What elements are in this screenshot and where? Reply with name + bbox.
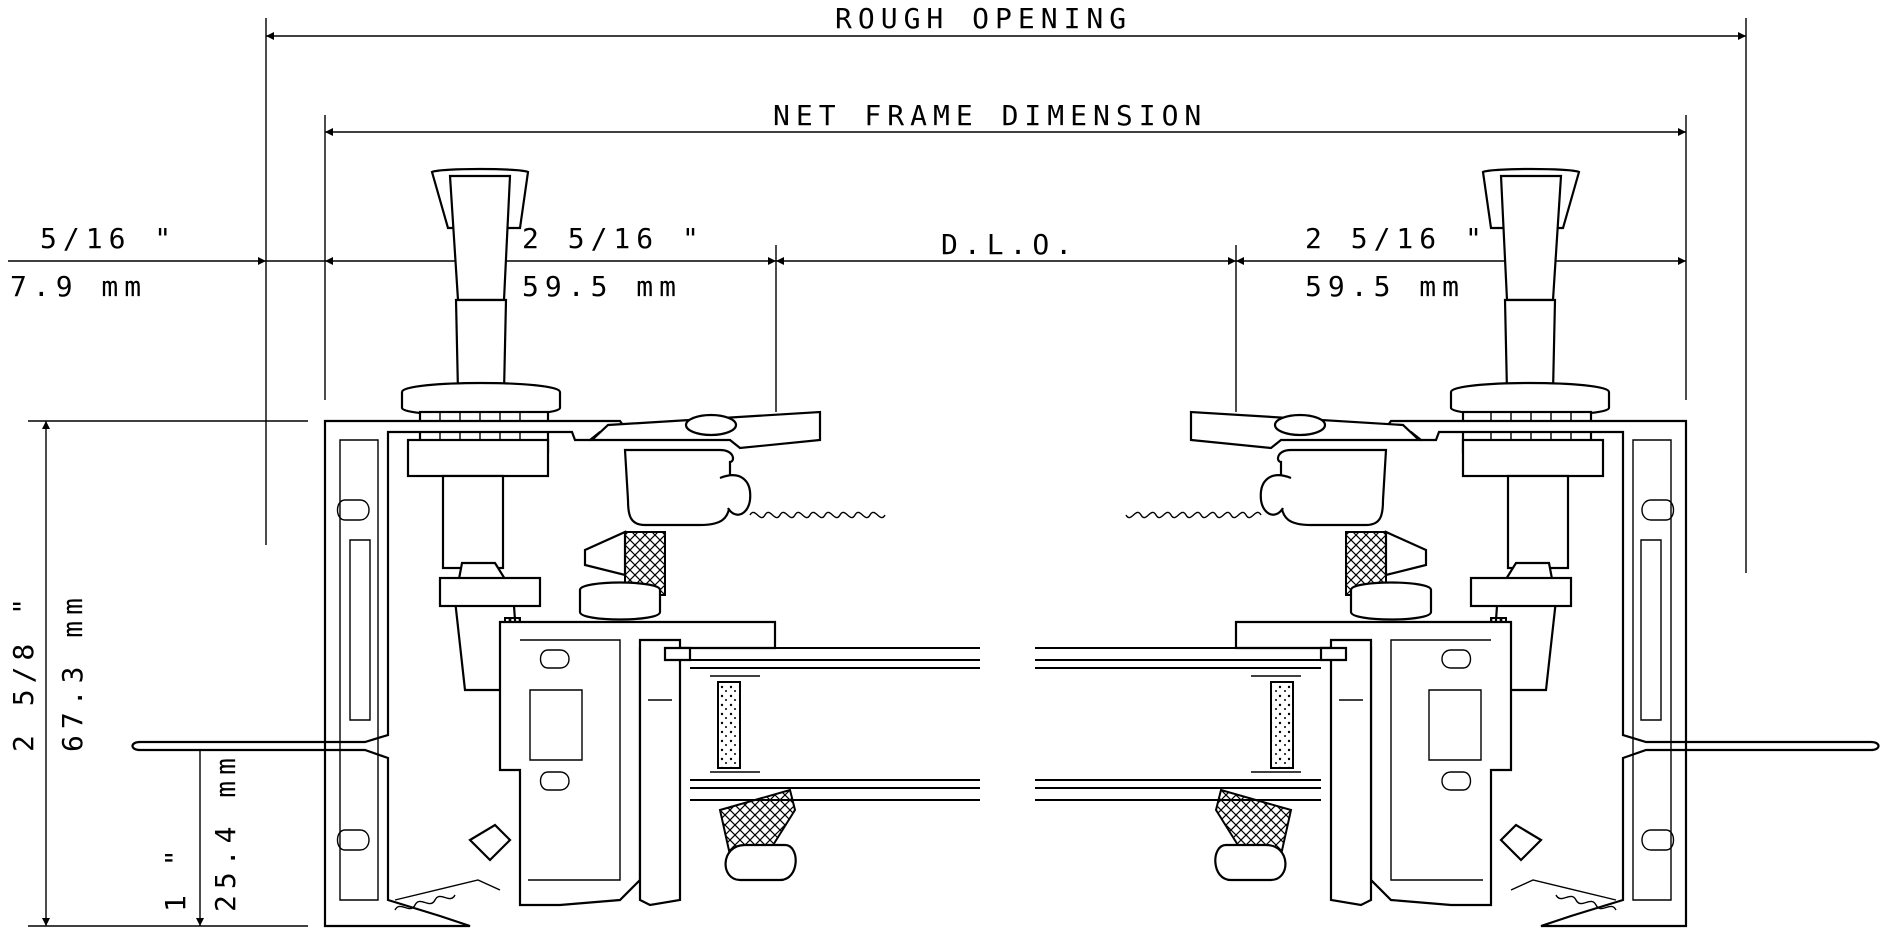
fin-mm: 25.4 mm <box>209 752 242 912</box>
right-glass-unit <box>1035 647 1321 801</box>
left-frame-inch: 2 5/16 " <box>522 222 705 255</box>
right-frame-inch: 2 5/16 " <box>1305 222 1488 255</box>
rough-opening-label: ROUGH OPENING <box>835 2 1132 35</box>
fin-inch: 1 " <box>159 843 192 912</box>
dlo-label: D.L.O. <box>941 228 1078 261</box>
left-frame-assembly <box>131 167 980 928</box>
left-frame-mm: 59.5 mm <box>522 270 682 303</box>
height-inch: 2 5/8 " <box>7 592 40 752</box>
right-frame-assembly <box>1035 167 1880 928</box>
right-crank-handle <box>1449 167 1611 454</box>
left-offset-mm: 7.9 mm <box>10 270 147 303</box>
left-sash-frame <box>498 620 777 907</box>
right-frame-mm: 59.5 mm <box>1305 270 1465 303</box>
height-mm: 67.3 mm <box>56 592 89 752</box>
net-frame-label: NET FRAME DIMENSION <box>773 99 1207 132</box>
left-crank-handle <box>400 167 562 454</box>
left-outer-frame <box>131 419 627 928</box>
left-offset-inch: 5/16 " <box>40 222 177 255</box>
dimension-lines <box>8 18 1747 927</box>
dimension-labels: ROUGH OPENING NET FRAME DIMENSION D.L.O.… <box>7 2 1488 912</box>
left-glass-unit <box>690 647 980 801</box>
